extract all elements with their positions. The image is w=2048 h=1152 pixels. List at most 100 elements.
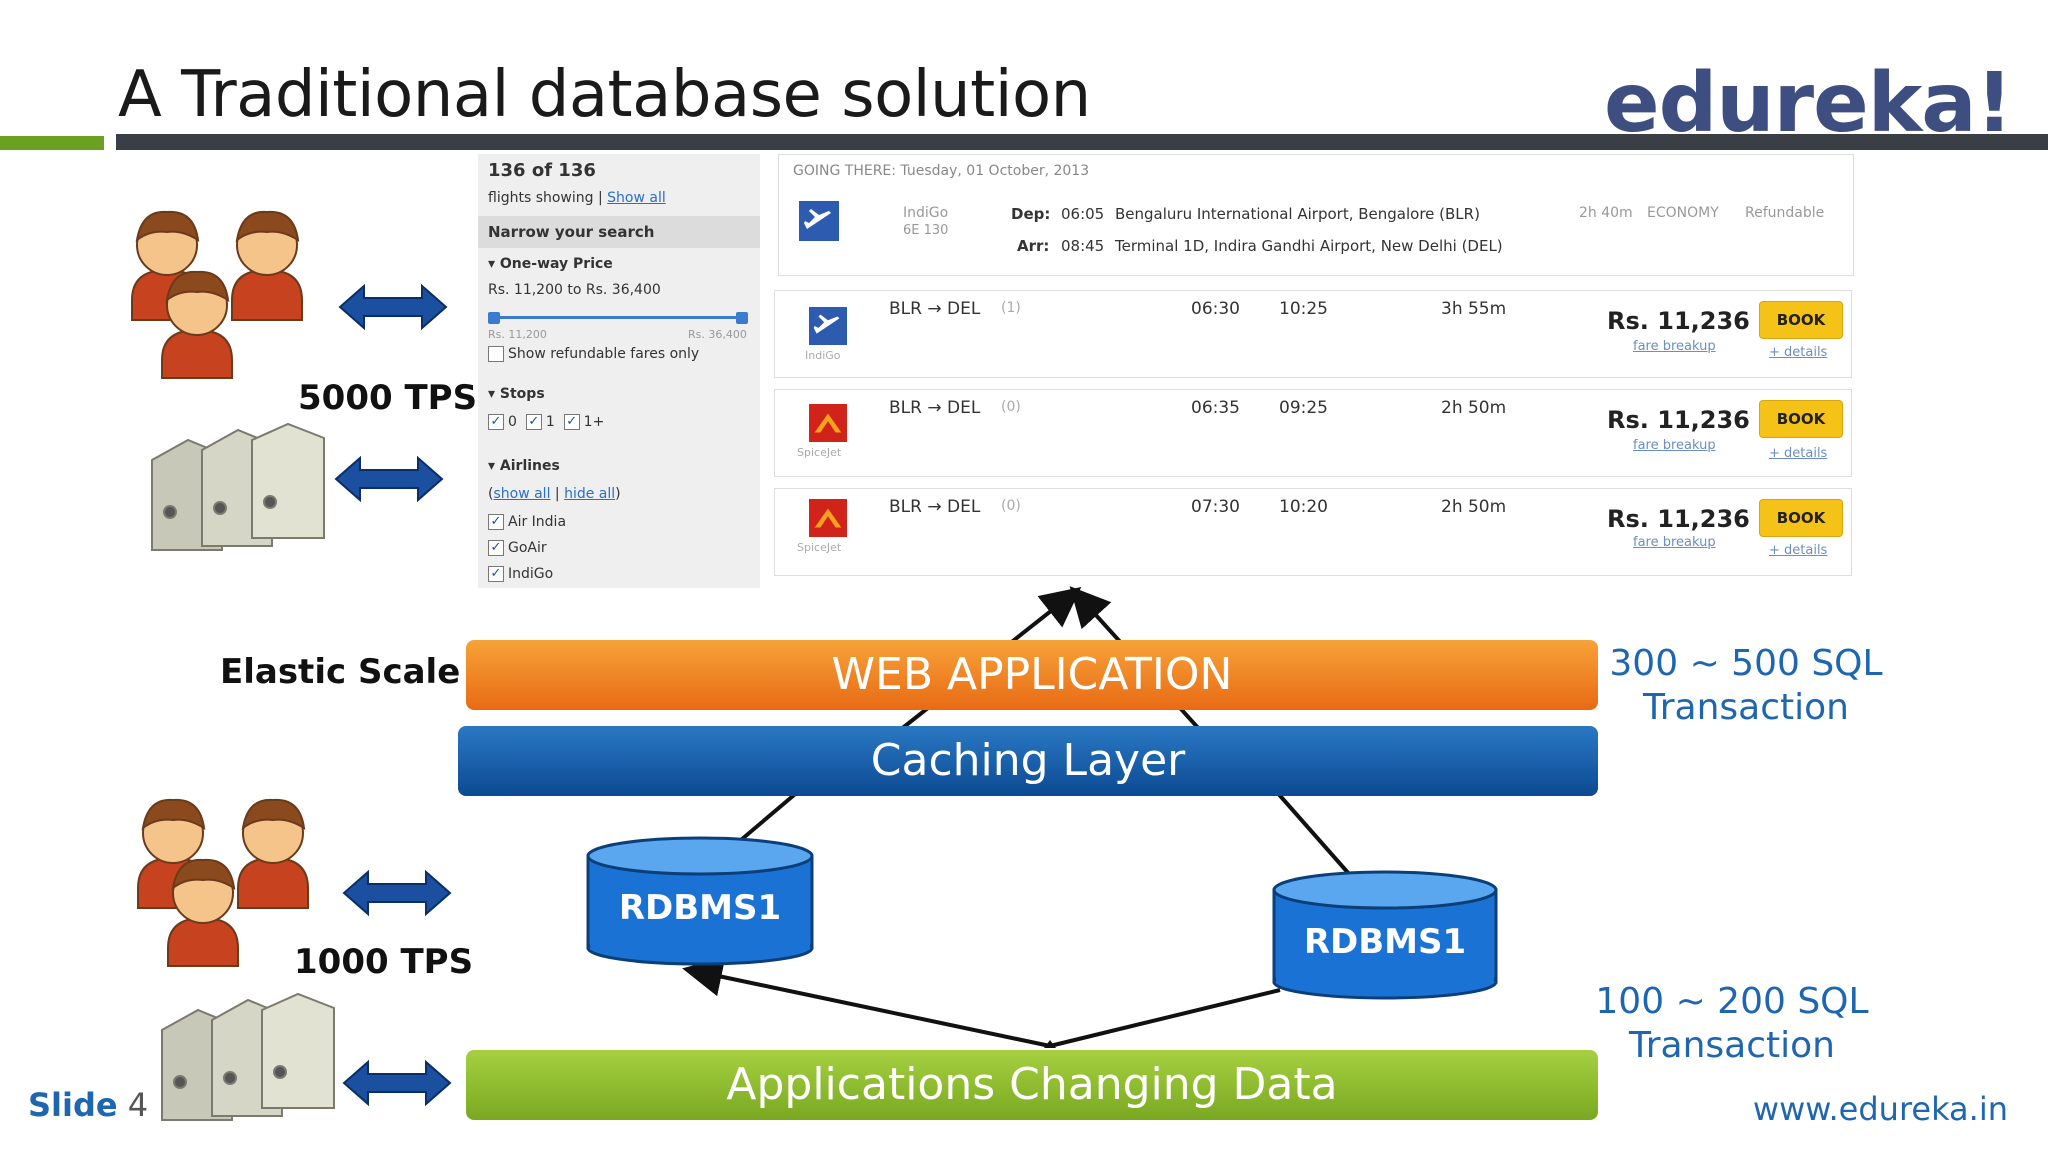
price-filter-header: ▾ One-way Price bbox=[488, 256, 613, 272]
slide-title: A Traditional database solution bbox=[118, 58, 1091, 132]
stop-option: 1+ bbox=[583, 414, 605, 430]
fare-breakup-link[interactable]: fare breakup bbox=[1633, 535, 1716, 550]
check-icon[interactable]: ✓ bbox=[488, 514, 504, 530]
airlines-filter-header: ▾ Airlines bbox=[488, 458, 560, 474]
airlines-toggle: (show all | hide all) bbox=[488, 486, 621, 502]
flight-price: Rs. 11,236 bbox=[1607, 505, 1750, 533]
users-group-icon bbox=[131, 210, 303, 379]
db-right-label: RDBMS1 bbox=[1303, 922, 1467, 962]
elastic-scale-label: Elastic Scale bbox=[220, 652, 461, 692]
check-icon[interactable]: ✓ bbox=[563, 414, 580, 430]
flight-route: BLR → DEL bbox=[889, 299, 981, 319]
fare-breakup-link[interactable]: fare breakup bbox=[1633, 339, 1716, 354]
line-apps-to-db-right bbox=[1049, 988, 1281, 1048]
stop-option: 0 bbox=[508, 414, 517, 430]
result-count: 136 of 136 bbox=[488, 160, 596, 181]
sql-top-line1: 300 ~ 500 SQL bbox=[1609, 643, 1883, 684]
arr-time: 09:25 bbox=[1279, 398, 1328, 418]
stop-option: 1 bbox=[545, 414, 555, 430]
show-all-link[interactable]: Show all bbox=[607, 190, 666, 206]
price-slider-max-handle[interactable] bbox=[736, 312, 748, 324]
check-icon[interactable]: ✓ bbox=[525, 414, 542, 430]
airlines-hide-all-link[interactable]: hide all bbox=[564, 486, 616, 502]
caching-layer: Caching Layer bbox=[458, 726, 1598, 796]
dep-time: 07:30 bbox=[1191, 497, 1240, 517]
dep-place: Bengaluru International Airport, Bengalo… bbox=[1115, 205, 1480, 223]
arr-time: 10:20 bbox=[1279, 497, 1328, 517]
price-max-label: Rs. 36,400 bbox=[688, 328, 747, 341]
going-there-label: GOING THERE: Tuesday, 01 October, 2013 bbox=[793, 163, 1090, 179]
flight-row[interactable]: IndiGo BLR → DEL (1) 06:30 10:25 3h 55m … bbox=[774, 290, 1852, 378]
price-filter-label: One-way Price bbox=[499, 256, 613, 272]
flight-stops: (1) bbox=[1001, 300, 1021, 316]
line-cache-db-left bbox=[733, 788, 802, 847]
tps-top-label: 5000 TPS bbox=[298, 378, 478, 418]
airline-label: IndiGo bbox=[508, 566, 554, 582]
check-icon[interactable]: ✓ bbox=[488, 414, 504, 430]
arr-label: Arr: bbox=[1017, 237, 1050, 255]
results-showing: flights showing | Show all bbox=[488, 190, 666, 206]
footer-url[interactable]: www.edureka.in bbox=[1752, 1090, 2008, 1128]
check-icon[interactable]: ✓ bbox=[488, 566, 504, 582]
travel-class: ECONOMY bbox=[1647, 205, 1719, 221]
book-button[interactable]: BOOK bbox=[1759, 301, 1843, 339]
bidirectional-arrow-icon bbox=[342, 1059, 452, 1107]
arr-time: 08:45 bbox=[1061, 237, 1105, 255]
airline-option[interactable]: ✓GoAir bbox=[488, 540, 547, 556]
search-filter-panel: 136 of 136 flights showing | Show all Na… bbox=[478, 154, 760, 588]
checkbox-icon[interactable] bbox=[488, 346, 504, 362]
flight-stops: (0) bbox=[1001, 399, 1021, 415]
tps-bottom-label: 1000 TPS bbox=[294, 942, 474, 982]
book-button[interactable]: BOOK bbox=[1759, 499, 1843, 537]
airline-logo-icon bbox=[809, 307, 847, 345]
price-min-label: Rs. 11,200 bbox=[488, 328, 547, 341]
spicejet-logo-icon bbox=[809, 499, 847, 537]
details-link[interactable]: + details bbox=[1769, 446, 1828, 461]
flight-duration: 2h 50m bbox=[1441, 497, 1507, 517]
duration: 2h 40m bbox=[1579, 205, 1633, 221]
db-left-label: RDBMS1 bbox=[618, 888, 782, 928]
airline-option[interactable]: ✓IndiGo bbox=[488, 566, 553, 582]
stops-label: Stops bbox=[499, 386, 545, 402]
book-button[interactable]: BOOK bbox=[1759, 400, 1843, 438]
stops-filter-header: ▾ Stops bbox=[488, 386, 545, 402]
flight-row[interactable]: SpiceJet BLR → DEL (0) 07:30 10:20 2h 50… bbox=[774, 488, 1852, 576]
users-group-icon bbox=[137, 798, 309, 967]
sql-top-label: 300 ~ 500 SQL Transaction bbox=[1596, 642, 1896, 730]
showing-text: flights showing | bbox=[488, 190, 603, 206]
flight-price: Rs. 11,236 bbox=[1607, 406, 1750, 434]
web-application-layer: WEB APPLICATION bbox=[466, 640, 1598, 710]
plane-icon bbox=[799, 201, 839, 241]
airline-label: Air India bbox=[508, 514, 567, 530]
header-rule bbox=[116, 134, 2048, 150]
bidirectional-arrow-icon bbox=[342, 869, 452, 917]
applications-changing-data-layer: Applications Changing Data bbox=[466, 1050, 1598, 1120]
dep-time: 06:30 bbox=[1191, 299, 1240, 319]
airline-name: SpiceJet bbox=[797, 541, 842, 554]
details-link[interactable]: + details bbox=[1769, 345, 1828, 360]
airline-option[interactable]: ✓Air India bbox=[488, 514, 566, 530]
sql-bottom-label: 100 ~ 200 SQL Transaction bbox=[1582, 980, 1882, 1068]
details-link[interactable]: + details bbox=[1769, 543, 1828, 558]
fare-breakup-link[interactable]: fare breakup bbox=[1633, 438, 1716, 453]
arr-place: Terminal 1D, Indira Gandhi Airport, New … bbox=[1115, 237, 1503, 255]
line-cache-db-right bbox=[1273, 788, 1352, 877]
sql-bottom-line2: Transaction bbox=[1629, 1025, 1835, 1066]
airline-label: GoAir bbox=[508, 540, 547, 556]
flight-duration: 3h 55m bbox=[1441, 299, 1507, 319]
flight-duration: 2h 50m bbox=[1441, 398, 1507, 418]
airlines-show-all-link[interactable]: show all bbox=[493, 486, 551, 502]
database-icon bbox=[1272, 870, 1498, 1000]
price-slider-track[interactable] bbox=[494, 316, 742, 319]
sql-bottom-line1: 100 ~ 200 SQL bbox=[1595, 981, 1869, 1022]
check-icon[interactable]: ✓ bbox=[488, 540, 504, 556]
flight-price: Rs. 11,236 bbox=[1607, 307, 1750, 335]
flight-row[interactable]: SpiceJet BLR → DEL (0) 06:35 09:25 2h 50… bbox=[774, 389, 1852, 477]
narrow-search-header: Narrow your search bbox=[478, 216, 760, 248]
header-rule-accent bbox=[0, 136, 104, 150]
price-slider-min-handle[interactable] bbox=[488, 312, 500, 324]
refundable-filter[interactable]: Show refundable fares only bbox=[488, 346, 699, 362]
airlines-label: Airlines bbox=[499, 458, 560, 474]
dep-time: 06:05 bbox=[1061, 205, 1105, 223]
arr-time: 10:25 bbox=[1279, 299, 1328, 319]
